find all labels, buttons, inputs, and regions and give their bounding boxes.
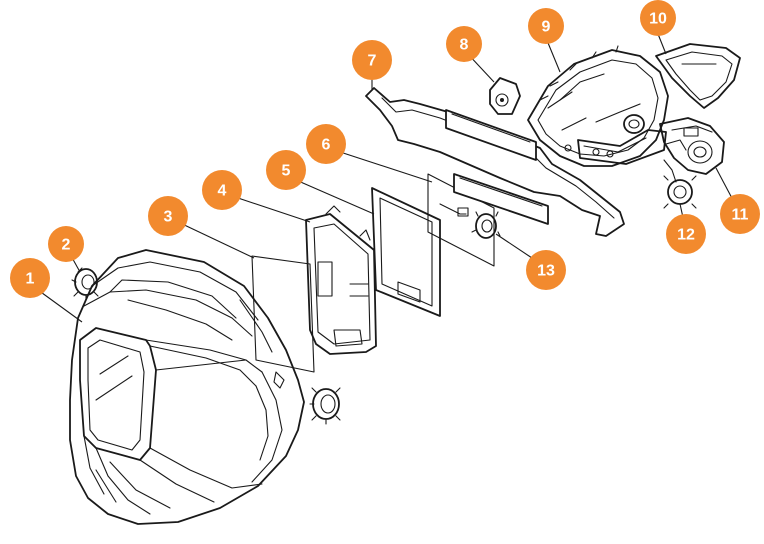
callout-badges: 1 2 3 4 5 6 7 8 (10, 0, 760, 298)
side-ratchet (659, 117, 725, 175)
filter-cartridge (371, 187, 441, 317)
callout-7-circle (352, 40, 392, 80)
callout-8-circle (446, 26, 482, 62)
callout-8: 8 (446, 26, 482, 62)
side-knob-right (309, 387, 341, 425)
callout-7-label: 7 (368, 53, 377, 70)
callout-1-circle (10, 258, 50, 298)
helmet-shell (69, 249, 305, 525)
adjustment-knob (471, 211, 501, 239)
callout-3-label: 3 (164, 209, 173, 226)
callout-5-circle (266, 150, 306, 190)
callout-4-label: 4 (218, 183, 227, 200)
callout-7: 7 (352, 40, 392, 80)
callout-5: 5 (266, 150, 306, 190)
callout-2-label: 2 (62, 237, 71, 254)
callout-10-label: 10 (649, 11, 667, 28)
outer-cover-lens (251, 255, 315, 373)
comfort-pad-upper (445, 109, 537, 161)
callout-12-label: 12 (677, 227, 695, 244)
callout-10: 10 (640, 0, 676, 36)
callout-2: 2 (48, 226, 84, 262)
callout-13-circle (526, 250, 566, 290)
callout-11-circle (720, 194, 760, 234)
callout-13: 13 (526, 250, 566, 290)
callout-6-label: 6 (322, 137, 331, 154)
callout-12: 12 (666, 214, 706, 254)
callout-13-label: 13 (537, 263, 555, 280)
rear-adjust-knob (663, 159, 697, 209)
callout-11: 11 (720, 194, 760, 234)
callout-9-label: 9 (542, 19, 551, 36)
callout-2-circle (48, 226, 84, 262)
callout-11-label: 11 (732, 207, 749, 224)
callout-4: 4 (202, 170, 242, 210)
callout-10-circle (640, 0, 676, 36)
headgear-ratchet (527, 45, 669, 167)
callout-5-label: 5 (282, 163, 291, 180)
callout-6-circle (306, 124, 346, 164)
side-knob-left (71, 267, 99, 301)
leader-lines (37, 33, 735, 323)
callout-8-label: 8 (460, 37, 469, 54)
callout-6: 6 (306, 124, 346, 164)
callout-9-circle (528, 8, 564, 44)
sweatband-pad (655, 43, 741, 109)
comfort-pad-lower (453, 173, 549, 225)
callout-3: 3 (148, 196, 188, 236)
lens-holder-frame (305, 205, 377, 355)
callout-1: 1 (10, 258, 50, 298)
pivot-piece (489, 77, 521, 115)
callout-1-label: 1 (26, 271, 35, 288)
callout-12-circle (666, 214, 706, 254)
callout-4-circle (202, 170, 242, 210)
callout-9: 9 (528, 8, 564, 44)
callout-3-circle (148, 196, 188, 236)
